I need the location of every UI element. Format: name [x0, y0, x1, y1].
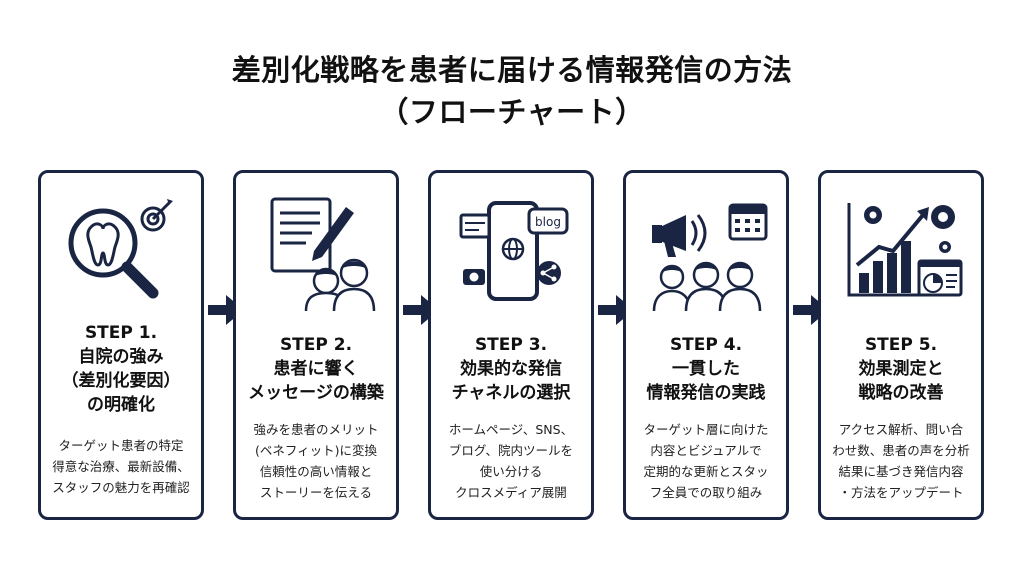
desc-line: 結果に基づき発信内容 [838, 464, 964, 479]
step-title-line: メッセージの構築 [248, 383, 384, 403]
step-card-4: STEP 4. 一貫した 情報発信の実践 ターゲット層に向けた 内容とビジュアル… [623, 170, 789, 520]
title-line-1: 差別化戦略を患者に届ける情報発信の方法 [231, 53, 793, 87]
step-heading: STEP 5. 効果測定と 戦略の改善 [821, 333, 981, 405]
desc-line: ホームページ、SNS、 [448, 422, 574, 437]
step-title-line: 自院の強み [78, 347, 164, 367]
desc-line: 得意な治療、最新設備、 [52, 459, 190, 474]
megaphone-calendar-team-icon [652, 203, 768, 312]
desc-line: 使い分ける [479, 464, 543, 479]
document-pen-people-icon [270, 197, 376, 312]
smartphone-channels-icon: blog [459, 201, 569, 301]
blog-label: blog [535, 215, 561, 229]
step-card-1: STEP 1. 自院の強み （差別化要因） の明確化 ターゲット患者の特定 得意… [38, 170, 204, 520]
step-number: STEP 5. [864, 335, 938, 355]
step-title-line: 情報発信の実践 [646, 383, 766, 403]
step-title-line: 効果測定と [858, 359, 944, 379]
desc-line: アクセス解析、問い合 [838, 422, 964, 437]
step-title-line: （差別化要因） [61, 371, 181, 391]
step-title-line: チャネルの選択 [451, 383, 571, 403]
step-card-5: STEP 5. 効果測定と 戦略の改善 アクセス解析、問い合 わせ数、患者の声を… [818, 170, 984, 520]
step-description: ターゲット患者の特定 得意な治療、最新設備、 スタッフの魅力を再確認 [41, 435, 201, 498]
step-card-2: STEP 2. 患者に響く メッセージの構築 強みを患者のメリット (ベネフィッ… [233, 170, 399, 520]
step-description: アクセス解析、問い合 わせ数、患者の声を分析 結果に基づき発信内容 ・方法をアッ… [821, 419, 981, 503]
desc-line: クロスメディア展開 [455, 485, 567, 500]
desc-line: 内容とビジュアルで [650, 443, 762, 458]
step-heading: STEP 3. 効果的な発信 チャネルの選択 [431, 333, 591, 405]
step-heading: STEP 1. 自院の強み （差別化要因） の明確化 [41, 321, 201, 417]
desc-line: わせ数、患者の声を分析 [832, 443, 970, 458]
desc-line: 信頼性の高い情報と [259, 464, 373, 479]
growth-chart-gears-icon [847, 203, 963, 297]
desc-line: ストーリーを伝える [259, 485, 373, 500]
desc-line: フ全員での取り組み [649, 485, 763, 500]
tooth-magnifier-target-icon [68, 199, 173, 299]
step-title-line: 患者に響く [273, 359, 359, 379]
title-line-2: （フローチャート） [379, 95, 645, 129]
step-heading: STEP 2. 患者に響く メッセージの構築 [236, 333, 396, 405]
step-description: ホームページ、SNS、 ブログ、院内ツールを 使い分ける クロスメディア展開 [431, 419, 591, 503]
step-title-line: の明確化 [87, 395, 155, 415]
step-heading: STEP 4. 一貫した 情報発信の実践 [626, 333, 786, 405]
desc-line: 定期的な更新とスタッ [643, 464, 769, 479]
step-number: STEP 2. [279, 335, 353, 355]
desc-line: ブログ、院内ツールを [448, 443, 574, 458]
step-number: STEP 4. [669, 335, 743, 355]
step-title-line: 効果的な発信 [460, 359, 562, 379]
step-title-line: 戦略の改善 [858, 383, 944, 403]
step-number: STEP 1. [84, 323, 158, 343]
step-number: STEP 3. [474, 335, 548, 355]
step-card-3: blog STEP 3. 効果的な発信 チャネルの選択 ホームページ、SNS、 … [428, 170, 594, 520]
desc-line: ターゲット患者の特定 [58, 438, 184, 453]
desc-line: (ベネフィット)に変換 [254, 443, 377, 458]
desc-line: スタッフの魅力を再確認 [52, 480, 190, 495]
step-title-line: 一貫した [672, 359, 740, 379]
desc-line: ターゲット層に向けた [643, 422, 769, 437]
step-description: 強みを患者のメリット (ベネフィット)に変換 信頼性の高い情報と ストーリーを伝… [236, 419, 396, 503]
desc-line: 強みを患者のメリット [253, 422, 379, 437]
desc-line: ・方法をアップデート [838, 485, 964, 500]
step-description: ターゲット層に向けた 内容とビジュアルで 定期的な更新とスタッ フ全員での取り組… [626, 419, 786, 503]
